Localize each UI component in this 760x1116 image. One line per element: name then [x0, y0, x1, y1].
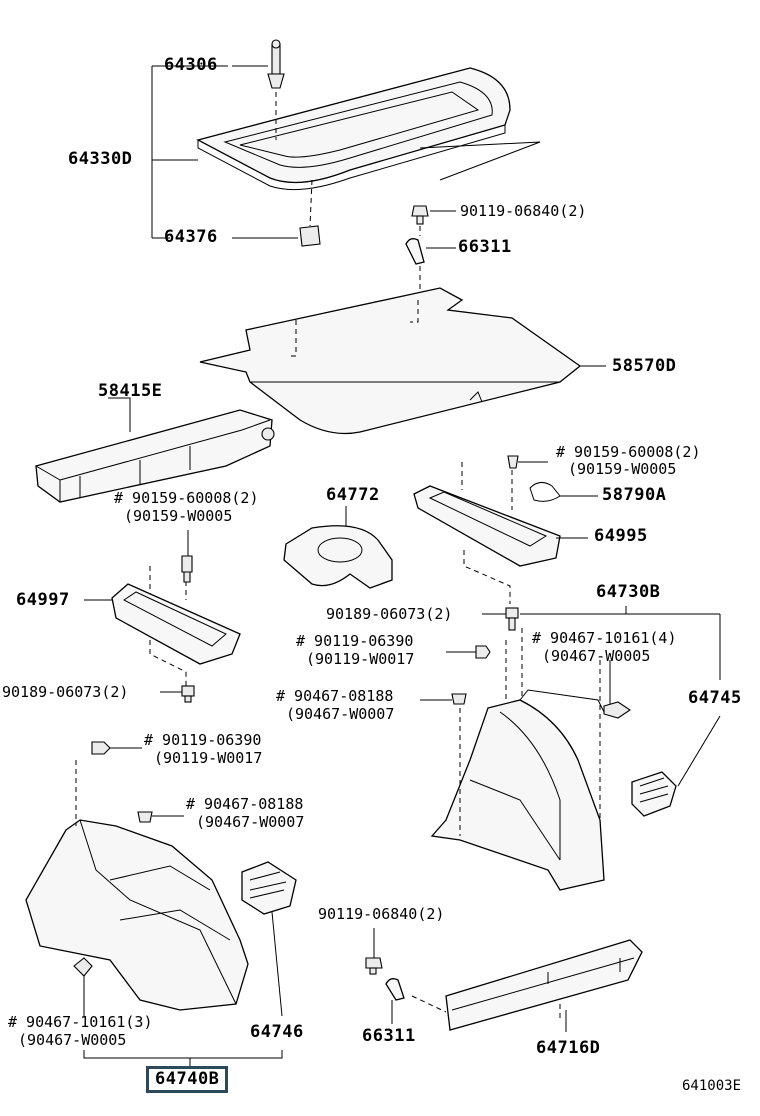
hook-58790a-icon — [529, 482, 561, 502]
label-90159-w0005-right: (90159-W0005 — [568, 460, 677, 478]
bracket-66311-bottom-icon — [385, 978, 405, 1001]
label-90159-60008-right: # 90159-60008(2) — [556, 443, 701, 461]
clip-90119-right-icon — [475, 645, 491, 659]
label-90159-w0005-left: (90159-W0005 — [124, 507, 233, 525]
label-64995: 64995 — [594, 526, 648, 546]
nut-90189-left-icon — [181, 685, 195, 703]
bolt-90119-bottom-icon — [365, 957, 383, 975]
label-90119-06390-left: # 90119-06390 — [144, 731, 262, 749]
label-90467-w0005-left: (90467-W0005 — [18, 1031, 127, 1049]
label-64772: 64772 — [326, 485, 380, 505]
cushion-64376-icon — [299, 225, 321, 247]
nut-90189-right-icon — [505, 607, 519, 631]
label-90159-60008-left: # 90159-60008(2) — [114, 489, 259, 507]
label-58790a: 58790A — [602, 485, 667, 505]
label-66311-bottom: 66311 — [362, 1026, 416, 1046]
label-90189-06073-left: 90189-06073(2) — [2, 683, 129, 701]
label-64740b-highlighted: 64740B — [146, 1066, 229, 1093]
label-64745: 64745 — [688, 688, 742, 708]
figure-reference: 641003E — [682, 1078, 742, 1094]
label-90119-06390-right: # 90119-06390 — [296, 632, 414, 650]
label-90467-08188-right: # 90467-08188 — [276, 687, 394, 705]
label-90467-10161-right: # 90467-10161(4) — [532, 629, 677, 647]
grille-64746-icon — [241, 861, 297, 915]
screw-90159-right-icon — [507, 455, 519, 469]
label-90467-w0007-left: (90467-W0007 — [196, 813, 305, 831]
clip-90467-08188-left-icon — [137, 811, 153, 823]
deck-board-drawing — [199, 287, 582, 435]
label-64376: 64376 — [164, 227, 218, 247]
label-64730b: 64730B — [596, 582, 661, 602]
grille-64745-icon — [631, 771, 677, 817]
label-90119-w0017-left: (90119-W0017 — [154, 749, 263, 767]
label-90119-w0017-right: (90119-W0017 — [306, 650, 415, 668]
label-64330d: 64330D — [68, 149, 133, 169]
label-90189-06073-right: 90189-06073(2) — [326, 605, 453, 623]
label-90119-06840-bottom: 90119-06840(2) — [318, 905, 445, 923]
bracket-66311-top-icon — [405, 238, 425, 265]
trim-right-drawing — [430, 699, 605, 891]
label-58415e: 58415E — [98, 381, 163, 401]
bolt-90119-top-icon — [411, 205, 429, 225]
label-64306: 64306 — [164, 55, 218, 75]
sill-plate-drawing — [445, 939, 643, 1031]
label-66311-top: 66311 — [458, 237, 512, 257]
label-58570d: 58570D — [612, 356, 677, 376]
label-90467-w0007-right: (90467-W0007 — [286, 705, 395, 723]
tray-64997-drawing — [111, 583, 241, 665]
label-90119-06840-top: 90119-06840(2) — [460, 202, 587, 220]
label-64746: 64746 — [250, 1022, 304, 1042]
label-90467-w0005-right: (90467-W0005 — [542, 647, 651, 665]
clip-64306-icon — [267, 39, 285, 89]
label-64997: 64997 — [16, 590, 70, 610]
trim-left-drawing — [25, 819, 249, 1011]
label-90467-10161-left: # 90467-10161(3) — [8, 1013, 153, 1031]
tray-64995-drawing — [413, 485, 561, 567]
clip-90467-10161-right-icon — [603, 701, 631, 719]
clip-90119-left-icon — [91, 741, 111, 755]
clip-90467-10161-left-icon — [73, 957, 93, 977]
label-90467-08188-left: # 90467-08188 — [186, 795, 304, 813]
bolt-90159-left-icon — [181, 555, 193, 583]
label-64716d: 64716D — [536, 1038, 601, 1058]
clip-90467-08188-right-icon — [451, 693, 467, 705]
pad-64772-drawing — [283, 525, 393, 589]
package-tray-drawing — [196, 67, 541, 191]
extension-box-drawing — [35, 409, 273, 503]
